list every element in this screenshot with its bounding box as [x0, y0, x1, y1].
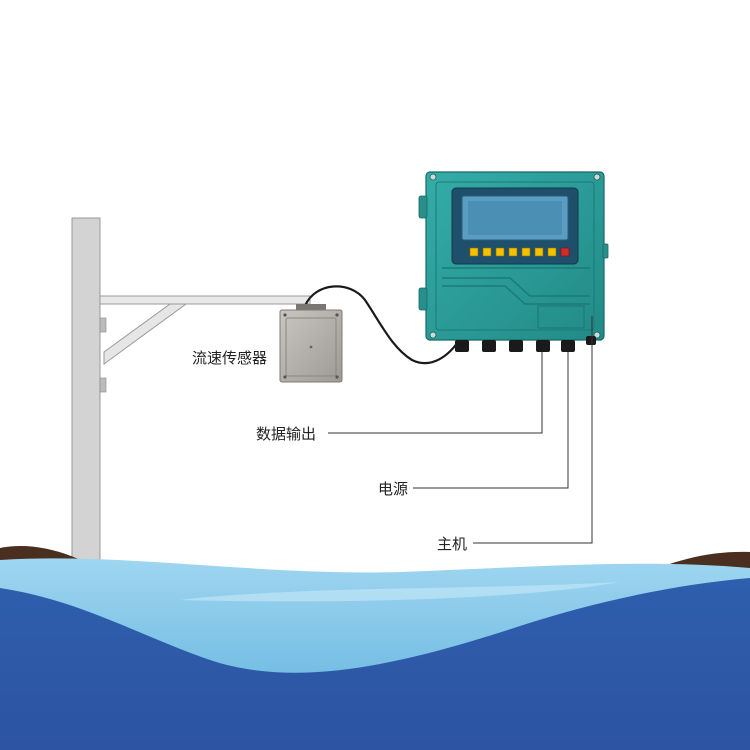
host-label: 主机 — [437, 535, 468, 553]
data-output-label: 数据输出 — [256, 425, 317, 443]
sensor-label: 流速传感器 — [192, 349, 268, 367]
deep-water — [0, 578, 750, 750]
pole-bolt-bottom — [99, 377, 107, 393]
support-arm — [99, 295, 311, 305]
pole-bolt-top — [99, 317, 107, 333]
host-leader — [473, 316, 593, 544]
sensor-cable — [303, 285, 459, 365]
keypad-buttons-icon — [469, 247, 570, 257]
power-label: 电源 — [378, 480, 409, 498]
water-highlight — [180, 582, 620, 602]
flow-velocity-sensor — [279, 304, 343, 383]
support-pole — [71, 217, 101, 599]
data-output-leader — [328, 352, 543, 434]
diagonal-brace — [103, 303, 188, 365]
cable-gland-icon — [455, 336, 596, 352]
power-leader — [413, 352, 569, 489]
